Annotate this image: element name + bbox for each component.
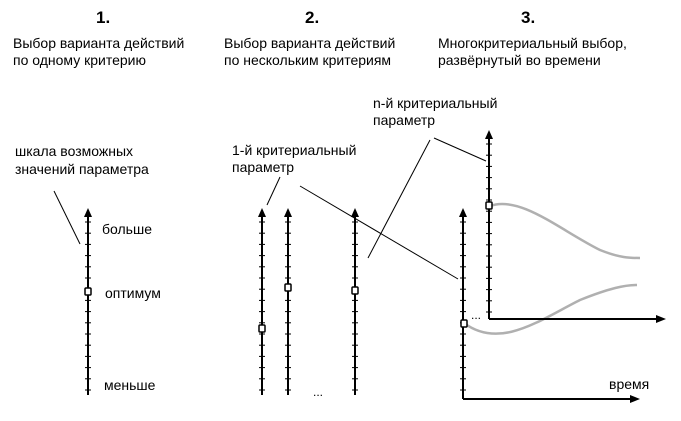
section-3-number: 3. [521,8,536,27]
section-3-upper-value-axis [485,130,493,319]
more-label: больше [102,221,152,237]
section-1-title-line2: по одному критерию [13,52,146,68]
axis-arrowhead [459,208,467,217]
section-2-number: 2. [305,8,320,27]
axis-arrowhead [351,208,359,217]
optimum-point [84,287,92,296]
upper-time-axis-arrow [656,315,666,323]
nth-param-pointer-short [433,137,487,162]
section-2-axis-2 [284,208,292,395]
nth-param-label-line1: n-й критериальный [373,95,498,111]
scale-label-line2: значений параметра [15,161,149,177]
section-1-scale-axis [84,208,92,395]
less-label: меньше [104,377,156,393]
axes-ellipsis: ... [313,385,324,399]
section-1-title-line1: Выбор варианта действий [13,35,185,51]
section-3-title-line2: развёрнутый во времени [438,52,601,68]
param-1-point [258,324,266,333]
param-n-point [351,286,359,295]
section-3-lower-value-axis [459,208,467,399]
first-param-pointer-short [266,176,281,206]
scale-label-line1: шкала возможных [15,143,134,159]
points-ellipsis: ... [471,308,482,322]
nth-param-start-point [485,201,493,210]
axis-arrowhead [84,208,92,217]
axis-arrowhead [258,208,266,217]
axis-arrowhead [284,208,292,217]
axis-arrowhead [485,130,493,139]
optimum-label: оптимум [105,285,161,301]
lower-time-axis-arrow [630,395,640,403]
first-param-label-line2: параметр [232,159,295,175]
section-2-axis-1 [258,208,266,395]
section-2-axis-n [351,208,359,395]
param-2-point [284,283,292,292]
first-param-time-curve [463,283,638,335]
section-2-title-line1: Выбор варианта действий [224,35,396,51]
nth-param-pointer-long [367,139,431,259]
first-param-pointer-long [299,185,459,280]
nth-param-time-curve [489,202,641,260]
time-axis-label: время [609,376,650,392]
first-param-start-point [460,319,468,328]
nth-param-label-line2: параметр [373,112,436,128]
section-1-number: 1. [96,8,111,27]
section-2-title-line2: по нескольким критериям [224,52,392,68]
scale-pointer-line [53,190,81,245]
first-param-label-line1: 1-й критериальный [232,142,357,158]
section-3-title-line1: Многокритериальный выбор, [438,35,627,51]
